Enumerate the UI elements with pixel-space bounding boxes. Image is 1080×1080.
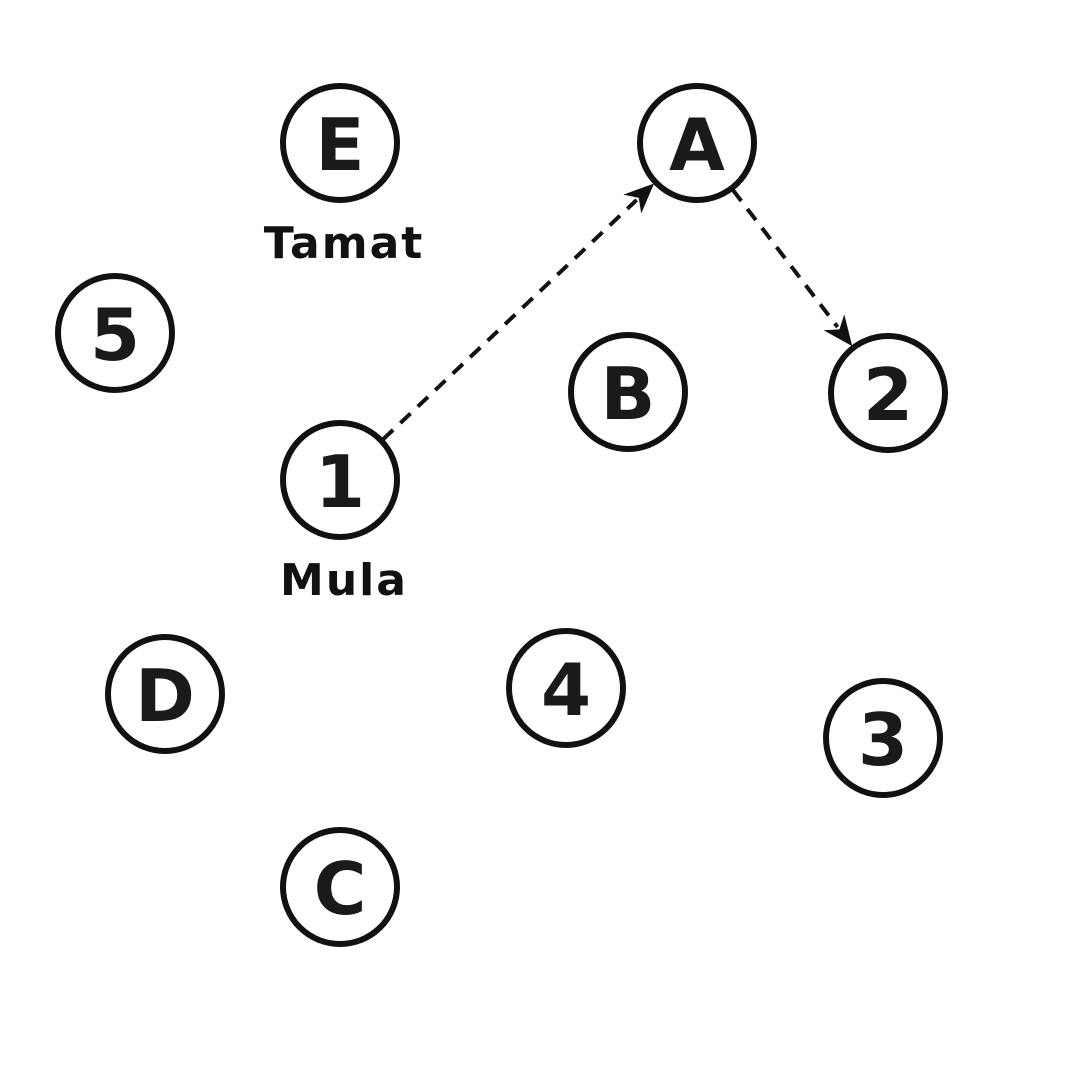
edge-line <box>381 198 639 441</box>
node-label: 5 <box>90 293 140 377</box>
node-4: 4 <box>506 628 626 748</box>
node-circle <box>823 678 943 798</box>
node-label: E <box>315 103 364 187</box>
node-a: A <box>637 83 757 203</box>
edges-layer <box>381 183 853 441</box>
node-label: B <box>601 352 656 436</box>
node-circle <box>637 83 757 203</box>
arrowhead-icon <box>823 314 853 347</box>
node-e: E Tamat <box>264 83 425 269</box>
arrowhead-icon <box>623 183 655 214</box>
node-c: C <box>280 827 400 947</box>
node-circle <box>55 273 175 393</box>
node-circle <box>280 420 400 540</box>
node-circle <box>568 332 688 452</box>
node-5: 5 <box>55 273 175 393</box>
node-label: 4 <box>541 648 591 732</box>
node-b: B <box>568 332 688 452</box>
node-d: D <box>105 634 225 754</box>
node-label: A <box>669 103 725 187</box>
node-circle <box>828 333 948 453</box>
node-label: C <box>314 847 367 931</box>
edge-line <box>731 188 840 329</box>
node-circle <box>280 827 400 947</box>
node-label: 3 <box>858 698 908 782</box>
node-3: 3 <box>823 678 943 798</box>
node-2: 2 <box>828 333 948 453</box>
edge-1-to-a <box>381 183 655 441</box>
node-circle <box>280 83 400 203</box>
node-label: 2 <box>863 353 913 437</box>
node-label: 1 <box>315 440 365 524</box>
node-label: D <box>135 654 195 738</box>
edge-a-to-2 <box>731 188 853 347</box>
node-circle <box>105 634 225 754</box>
node-caption: Mula <box>280 555 408 606</box>
node-caption: Tamat <box>264 218 425 269</box>
node-circle <box>506 628 626 748</box>
